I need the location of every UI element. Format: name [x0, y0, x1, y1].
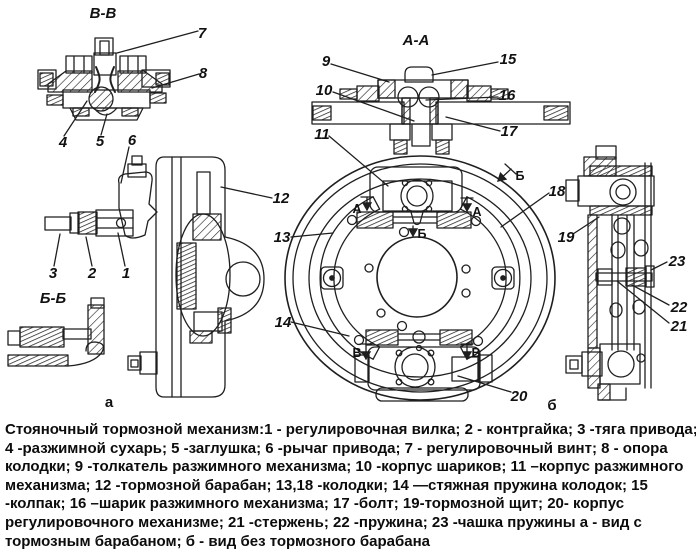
callout-leader-lines [53, 30, 670, 393]
callout-19: 19 [558, 229, 575, 246]
callout-6: 6 [128, 132, 137, 149]
callout-9: 9 [322, 53, 331, 70]
callout-7: 7 [198, 25, 207, 42]
brake-shield-drawing [565, 145, 655, 401]
caption-line: регулировочного механизме; 21 -стержень;… [5, 513, 642, 531]
section-aa-drawing [311, 66, 571, 155]
view-a-drawing [44, 155, 265, 398]
callout-5: 5 [96, 133, 105, 150]
callout-8: 8 [199, 65, 208, 82]
figure-caption: Стояночный тормозной механизм:1 - регули… [5, 421, 696, 551]
caption-line: -колпак; 16 –шарик разжимного механизма;… [5, 495, 625, 513]
view-a-label: а [105, 394, 114, 411]
caption-line: механизма; 12 -тормозной барабан; 13,18 … [5, 476, 648, 494]
callout-20: 20 [510, 388, 528, 405]
view-b-label: б [547, 397, 556, 414]
section-vv-drawing [37, 37, 171, 121]
marker-b-center: Б [418, 227, 427, 241]
brake-diagram: В-В А-А Б-Б а б А А Б Б В В 1 2 3 4 5 6 … [7, 5, 688, 414]
callout-10: 10 [316, 82, 333, 99]
section-bb-label: Б-Б [40, 290, 67, 307]
callout-21: 21 [670, 318, 688, 335]
callout-3: 3 [49, 265, 58, 282]
marker-v-right: В [471, 346, 480, 360]
caption-line: тормозным барабаном; б - вид без тормозн… [5, 532, 431, 550]
caption-line: колодки; 9 -толкатель разжимного механиз… [5, 458, 684, 476]
callout-14: 14 [275, 314, 292, 331]
section-vv-label: В-В [90, 5, 117, 22]
callout-2: 2 [87, 265, 97, 282]
section-bb-drawing [7, 297, 105, 367]
callout-12: 12 [273, 190, 290, 207]
view-b-drawing [284, 155, 556, 402]
section-markers [359, 163, 517, 361]
callout-4: 4 [58, 134, 68, 151]
callout-22: 22 [670, 299, 688, 316]
callout-11: 11 [314, 126, 330, 143]
section-aa-label: А-А [402, 32, 430, 49]
callout-18: 18 [549, 183, 566, 200]
callout-23: 23 [668, 253, 686, 270]
callout-15: 15 [500, 51, 517, 68]
marker-b-view-arrow: Б [516, 169, 525, 183]
callout-17: 17 [501, 123, 518, 140]
marker-a-right: А [472, 205, 481, 219]
caption-line: 4 -разжимной сухарь; 5 -заглушка; 6 -рыч… [5, 439, 668, 457]
marker-v-left: В [352, 346, 361, 360]
callout-1: 1 [122, 265, 130, 282]
marker-a-left: А [352, 202, 361, 216]
callout-13: 13 [274, 229, 291, 246]
caption-line: Стояночный тормозной механизм:1 - регули… [5, 421, 696, 438]
callout-16: 16 [499, 87, 516, 104]
